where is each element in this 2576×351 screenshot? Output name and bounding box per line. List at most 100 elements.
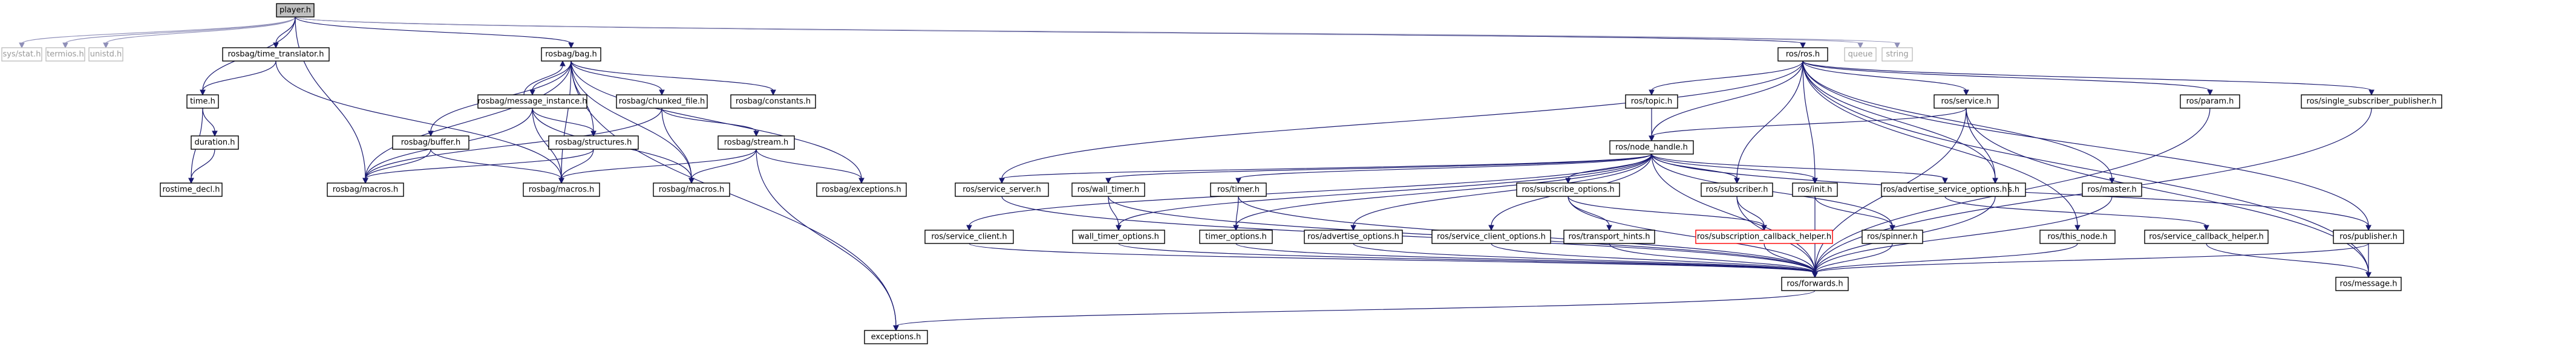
node-box [45, 47, 85, 62]
node-string: string [1881, 47, 1913, 62]
node-buffer[interactable]: rosbag/buffer.h [392, 135, 469, 150]
node-box [222, 47, 330, 62]
edge-ros-to-single_subscriber_publisher [1802, 60, 2375, 96]
edge-node_handle-to-advertise_service_options [1651, 153, 1948, 184]
node-box [1625, 94, 1678, 109]
node-exceptions[interactable]: exceptions.h [864, 330, 928, 344]
node-advertise-options[interactable]: ros/advertise_options.h [1304, 230, 1403, 244]
node-player: player.h [276, 3, 315, 18]
node-label: queue [1848, 50, 1873, 59]
node-subscriber[interactable]: ros/subscriber.h [1701, 182, 1773, 197]
node-wall-timer-options[interactable]: wall_timer_options.h [1072, 230, 1165, 244]
node-structures[interactable]: rosbag/structures.h [548, 135, 639, 150]
node-transport-hints[interactable]: ros/transport_hints.h [1563, 230, 1655, 244]
node-label: rosbag/constants.h [736, 97, 811, 106]
node-box [2180, 94, 2240, 109]
node-time-translator[interactable]: rosbag/time_translator.h [222, 47, 330, 62]
edge-ros-to-service [1802, 60, 1969, 96]
node-box [1516, 182, 1620, 197]
node-chunked-file[interactable]: rosbag/chunked_file.h [616, 94, 708, 109]
node-box [730, 94, 816, 109]
node-node-handle[interactable]: ros/node_handle.h [1609, 140, 1694, 155]
node-message[interactable]: ros/message.h [2335, 277, 2402, 291]
edge-ros-to-this_node [1802, 60, 2081, 231]
node-box [186, 94, 219, 109]
node-label: ros/node_handle.h [1615, 143, 1688, 152]
edge-bag-to-message_instance [529, 60, 572, 96]
node-box [2039, 230, 2116, 244]
edge-subscription_callback_helper-to-forwards [1764, 243, 1818, 279]
node-label: rostime_decl.h [162, 185, 220, 195]
node-label: rosbag/structures.h [555, 138, 632, 147]
edge-ros-to-publisher [1802, 60, 2372, 231]
node-master[interactable]: ros/master.h [2082, 182, 2142, 197]
node-label: rosbag/exceptions.h [822, 185, 901, 195]
node-rosbag-macros-b[interactable]: rosbag/macros.h [523, 182, 600, 197]
edge-buffer-to-rosbag_macros_a [362, 149, 431, 184]
node-single-subscriber-publisher[interactable]: ros/single_subscriber_publisher.h [2301, 94, 2442, 109]
edge-stream-to-rosbag_macros_b [558, 149, 757, 184]
node-service-client-options[interactable]: ros/service_client_options.h [1431, 230, 1551, 244]
edge-node_handle-to-spinner [1651, 153, 1895, 231]
node-rosbag-macros-a[interactable]: rosbag/macros.h [327, 182, 404, 197]
edge-publisher-to-message [2365, 243, 2372, 279]
node-constants[interactable]: rosbag/constants.h [730, 94, 816, 109]
edge-ros-to-param [1802, 60, 2213, 96]
node-rosbag-macros-c[interactable]: rosbag/macros.h [653, 182, 730, 197]
node-label: rosbag/stream.h [724, 138, 789, 147]
node-label: ros/timer.h [1217, 185, 1260, 195]
node-ros[interactable]: ros/ros.h [1777, 47, 1828, 62]
node-label: unistd.h [90, 50, 122, 59]
node-this-node[interactable]: ros/this_node.h [2039, 230, 2116, 244]
node-box [1792, 182, 1838, 197]
node-subscribe-options[interactable]: ros/subscribe_options.h [1516, 182, 1620, 197]
node-topic[interactable]: ros/topic.h [1625, 94, 1678, 109]
node-param[interactable]: ros/param.h [2180, 94, 2240, 109]
edge-timer-to-timer_options [1233, 196, 1239, 231]
node-box [523, 182, 600, 197]
node-box [477, 94, 587, 109]
node-label: exceptions.h [871, 333, 921, 342]
node-advertise-service-options[interactable]: ros/advertise_service_options.h [1881, 182, 2009, 197]
node-service-callback-helper[interactable]: ros/service_callback_helper.h [2144, 230, 2269, 244]
node-bag[interactable]: rosbag/bag.h [541, 47, 601, 62]
node-rosbag-exceptions[interactable]: rosbag/exceptions.h [816, 182, 907, 197]
edge-service-to-node_handle [1649, 108, 1967, 142]
node-service[interactable]: ros/service.h [1934, 94, 1999, 109]
edge-duration-to-rostime_decl [188, 149, 215, 184]
node-time[interactable]: time.h [186, 94, 219, 109]
node-init[interactable]: ros/init.h [1792, 182, 1838, 197]
node-rostime-decl[interactable]: rostime_decl.h [160, 182, 223, 197]
node-label: rosbag/macros.h [659, 185, 725, 195]
edge-buffer-to-rosbag_macros_b [430, 149, 564, 184]
node-message-instance[interactable]: rosbag/message_instance.h [477, 94, 587, 109]
node-timer[interactable]: ros/timer.h [1210, 182, 1267, 197]
node-service-client[interactable]: ros/service_client.h [924, 230, 1014, 244]
node-duration[interactable]: duration.h [191, 135, 239, 150]
node-timer-options[interactable]: timer_options.h [1199, 230, 1273, 244]
node-spinner[interactable]: ros/spinner.h [1862, 230, 1923, 244]
node-subscription-callback-helper[interactable]: ros/subscription_callback_helper.h [1695, 230, 1833, 244]
node-box [1881, 47, 1913, 62]
node-box [864, 330, 928, 344]
node-label: ros/transport_hints.h [1568, 233, 1650, 242]
edge-player-to-rosbag_macros_a [295, 16, 368, 184]
edge-player-to-ros [295, 16, 1806, 49]
node-box [924, 230, 1014, 244]
edge-node_handle-to-service_server [999, 153, 1652, 184]
node-wall-timer[interactable]: ros/wall_timer.h [1071, 182, 1145, 197]
node-unistd: unistd.h [88, 47, 123, 62]
edge-bag-to-rosbag_exceptions [570, 60, 865, 184]
node-service-server[interactable]: ros/service_server.h [955, 182, 1049, 197]
node-stream[interactable]: rosbag/stream.h [718, 135, 795, 150]
node-forwards[interactable]: ros/forwards.h [1781, 277, 1849, 291]
edge-ros-to-service_server [999, 60, 1803, 184]
edge-bag-to-constants [570, 60, 776, 96]
edge-stream-to-rosbag_macros_c [688, 149, 757, 184]
node-box [1695, 230, 1833, 244]
edge-ros-to-subscriber [1734, 60, 1803, 184]
node-box [548, 135, 639, 150]
node-label: ros/this_node.h [2047, 233, 2107, 242]
node-publisher[interactable]: ros/publisher.h [2333, 230, 2404, 244]
